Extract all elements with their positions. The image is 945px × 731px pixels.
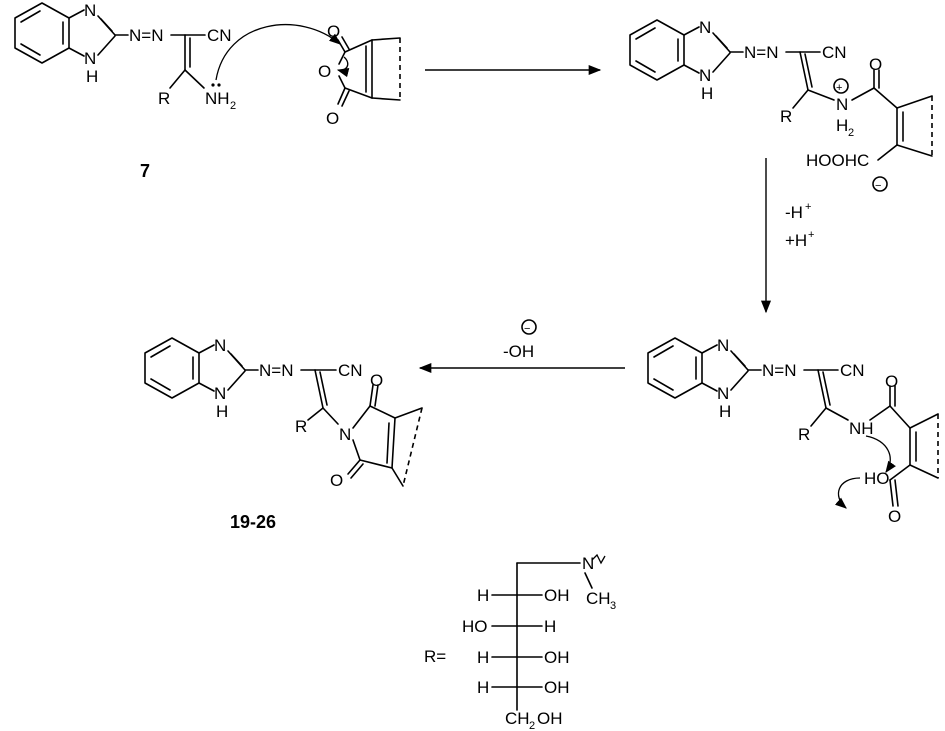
hydroxide-minus: − <box>524 323 530 335</box>
imidazole-n-label: N <box>699 18 711 37</box>
ammonium-h-subscript: 2 <box>848 127 854 139</box>
minus-charge: − <box>875 180 881 192</box>
terminal-ch2-label: CH <box>505 709 530 728</box>
ammonium-h-label: H <box>836 116 848 135</box>
imidazole-nh-label: N <box>214 384 226 403</box>
anhydride-oxygen-bottom: O <box>326 109 339 128</box>
methyl-subscript: 3 <box>610 600 616 612</box>
imide-oxygen-bottom: O <box>330 471 343 490</box>
azo-label: N=N <box>762 361 796 380</box>
nitrile-label: CN <box>840 361 865 380</box>
imidazole-nh-label: N <box>699 66 711 85</box>
proton-loss-label: -H <box>785 203 803 222</box>
intermediate-1: N N H N=N CN R N + H 2 O HOOHC − <box>629 18 933 192</box>
anhydride-ring-oxygen: O <box>318 62 331 81</box>
row2-right: H <box>544 617 556 636</box>
nitrile-label: CN <box>822 43 847 62</box>
azo-label: N=N <box>129 26 163 45</box>
r-substituent-label: R <box>158 89 170 108</box>
imidazole-n-label: N <box>84 1 96 20</box>
nitrile-label: CN <box>207 26 232 45</box>
acid-oxygen-label: O <box>888 507 901 526</box>
cyclization-arrow <box>865 435 896 473</box>
product-19-26: N N H N=N CN R N O O 19-26 <box>144 336 423 532</box>
plus-charge: + <box>836 82 842 94</box>
hydroxide-leave-arrow <box>834 477 861 509</box>
nucleophilic-attack-arrow <box>215 24 341 81</box>
amine-subscript: 2 <box>230 100 236 112</box>
terminal-oh-label: OH <box>537 709 563 728</box>
terminal-ch2-subscript: 2 <box>529 720 535 731</box>
compound-7: N N H N=N CN R NH 2 O O O <box>14 1 401 181</box>
row4-left: H <box>477 678 489 697</box>
compound-label-19-26: 19-26 <box>230 512 276 532</box>
imide-oxygen-top: O <box>370 371 383 390</box>
row3-left: H <box>477 648 489 667</box>
r-substituent-label: R <box>780 107 792 126</box>
r-substituent-label: R <box>295 417 307 436</box>
imidazole-nh-label: N <box>84 49 96 68</box>
hydroxide-loss-label: -OH <box>503 342 534 361</box>
anhydride-oxygen-top: O <box>327 22 340 41</box>
imidazole-h-label: H <box>719 402 731 421</box>
proton-loss-sup: + <box>805 201 811 213</box>
nitrile-label: CN <box>338 361 363 380</box>
imidazole-h-label: H <box>86 67 98 86</box>
row1-right: OH <box>544 586 570 605</box>
intermediate-2: N N H N=N CN R NH O HO O <box>647 336 939 526</box>
amine-label: NH <box>205 89 230 108</box>
row3-right: OH <box>544 648 570 667</box>
carbonyl-oxygen-label: O <box>869 55 882 74</box>
proton-gain-label: +H <box>785 231 807 250</box>
imidazole-h-label: H <box>701 84 713 103</box>
attachment-wavy-bond <box>591 553 606 565</box>
imide-n-label: N <box>339 425 351 444</box>
imidazole-h-label: H <box>216 402 228 421</box>
imidazole-nh-label: N <box>717 384 729 403</box>
compound-label-7: 7 <box>140 161 150 181</box>
minus-charge-circle <box>872 176 888 192</box>
plus-charge-circle <box>833 78 849 94</box>
acid-hydroxyl-label: HO <box>864 469 890 488</box>
ammonium-n-label: N <box>836 95 848 114</box>
proton-gain-sup: + <box>808 229 814 241</box>
row4-right: OH <box>544 678 570 697</box>
amide-nh-label: NH <box>849 419 874 438</box>
row2-left: HO <box>462 617 488 636</box>
r-definition-label: R= <box>424 647 446 666</box>
row1-left: H <box>477 586 489 605</box>
azo-label: N=N <box>259 361 293 380</box>
imidazole-n-label: N <box>717 336 729 355</box>
hydroxide-charge-circle <box>521 319 537 335</box>
lone-pair-dot <box>217 83 221 87</box>
carbonyl-oxygen-label: O <box>885 372 898 391</box>
imidazole-n-label: N <box>214 336 226 355</box>
r-substituent-label: R <box>798 425 810 444</box>
carboxylate-label: HOOHC <box>806 151 869 170</box>
azo-label: N=N <box>744 43 778 62</box>
methyl-label: CH <box>586 589 611 608</box>
r-group-n-label: N <box>582 554 594 573</box>
lone-pair-dot <box>211 83 215 87</box>
r-group-definition: R= N CH 3 H OH HO H H OH H OH CH 2 OH <box>424 553 616 731</box>
ring-opening-arrow <box>336 56 350 78</box>
